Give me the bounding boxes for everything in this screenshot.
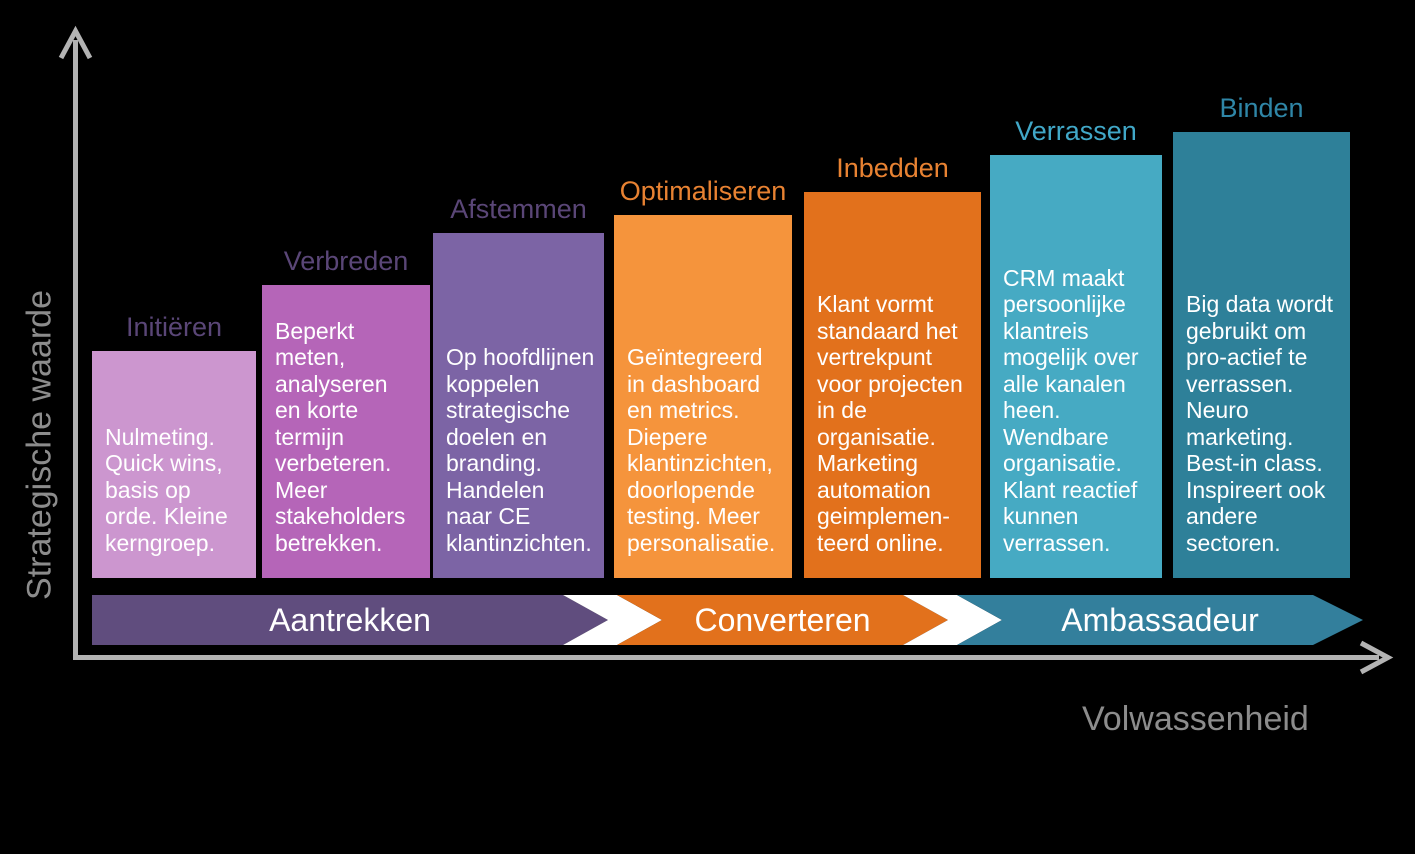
stage-label-4: Optimaliseren [619, 176, 787, 206]
x-axis-label: Volwassenheid [1082, 700, 1309, 738]
stage-label-2: Verbreden [283, 246, 409, 276]
y-axis-arrow-icon [58, 25, 93, 60]
banner-segment-1 [92, 595, 608, 645]
stage-label-7: Binden [1219, 93, 1304, 123]
stage-body-6: CRM maakt persoonlijke klantreis mogelij… [1003, 264, 1139, 556]
stage-box-1: Nulmeting. Quick wins, basis op orde. Kl… [92, 351, 256, 578]
stage-body-7: Big data wordt gebruikt om pro-actief te… [1186, 291, 1334, 556]
banner-separator-2 [903, 595, 1002, 645]
banner-label-3: Ambassadeur [1061, 602, 1259, 638]
stage-body-1: Nulmeting. Quick wins, basis op orde. Kl… [105, 423, 228, 556]
banner-label-2: Converteren [694, 602, 871, 638]
y-axis-label: Strategische waarde [20, 290, 59, 600]
banner-segment-2 [617, 595, 948, 645]
stage-body-5: Klant vormt standaard het vertrekpunt vo… [817, 291, 963, 556]
stage-body-4: Geïntegreerd in dashboard en metrics. Di… [627, 344, 776, 556]
stage-box-3: Op hoofdlijnen koppelen strategische doe… [433, 233, 604, 578]
phase-banner [92, 595, 1363, 645]
stage-box-4: Geïntegreerd in dashboard en metrics. Di… [614, 215, 792, 578]
stage-body-2: Beperkt meten, analyseren en korte termi… [275, 317, 406, 556]
x-axis-arrow-icon [1359, 640, 1394, 675]
stage-box-2: Beperkt meten, analyseren en korte termi… [262, 285, 430, 578]
stage-body-3: Op hoofdlijnen koppelen strategische doe… [446, 344, 595, 556]
banner-label-1: Aantrekken [269, 602, 431, 638]
stage-box-7: Big data wordt gebruikt om pro-actief te… [1173, 132, 1350, 578]
stage-box-5: Klant vormt standaard het vertrekpunt vo… [804, 192, 981, 578]
banner-segment-3 [957, 595, 1363, 645]
banner-separator-1 [563, 595, 662, 645]
stage-label-3: Afstemmen [450, 194, 587, 224]
stage-label-6: Verrassen [1015, 116, 1137, 146]
stage-box-6: CRM maakt persoonlijke klantreis mogelij… [990, 155, 1162, 578]
stage-label-5: Inbedden [836, 153, 949, 183]
stage-label-1: Initiëren [125, 312, 223, 342]
